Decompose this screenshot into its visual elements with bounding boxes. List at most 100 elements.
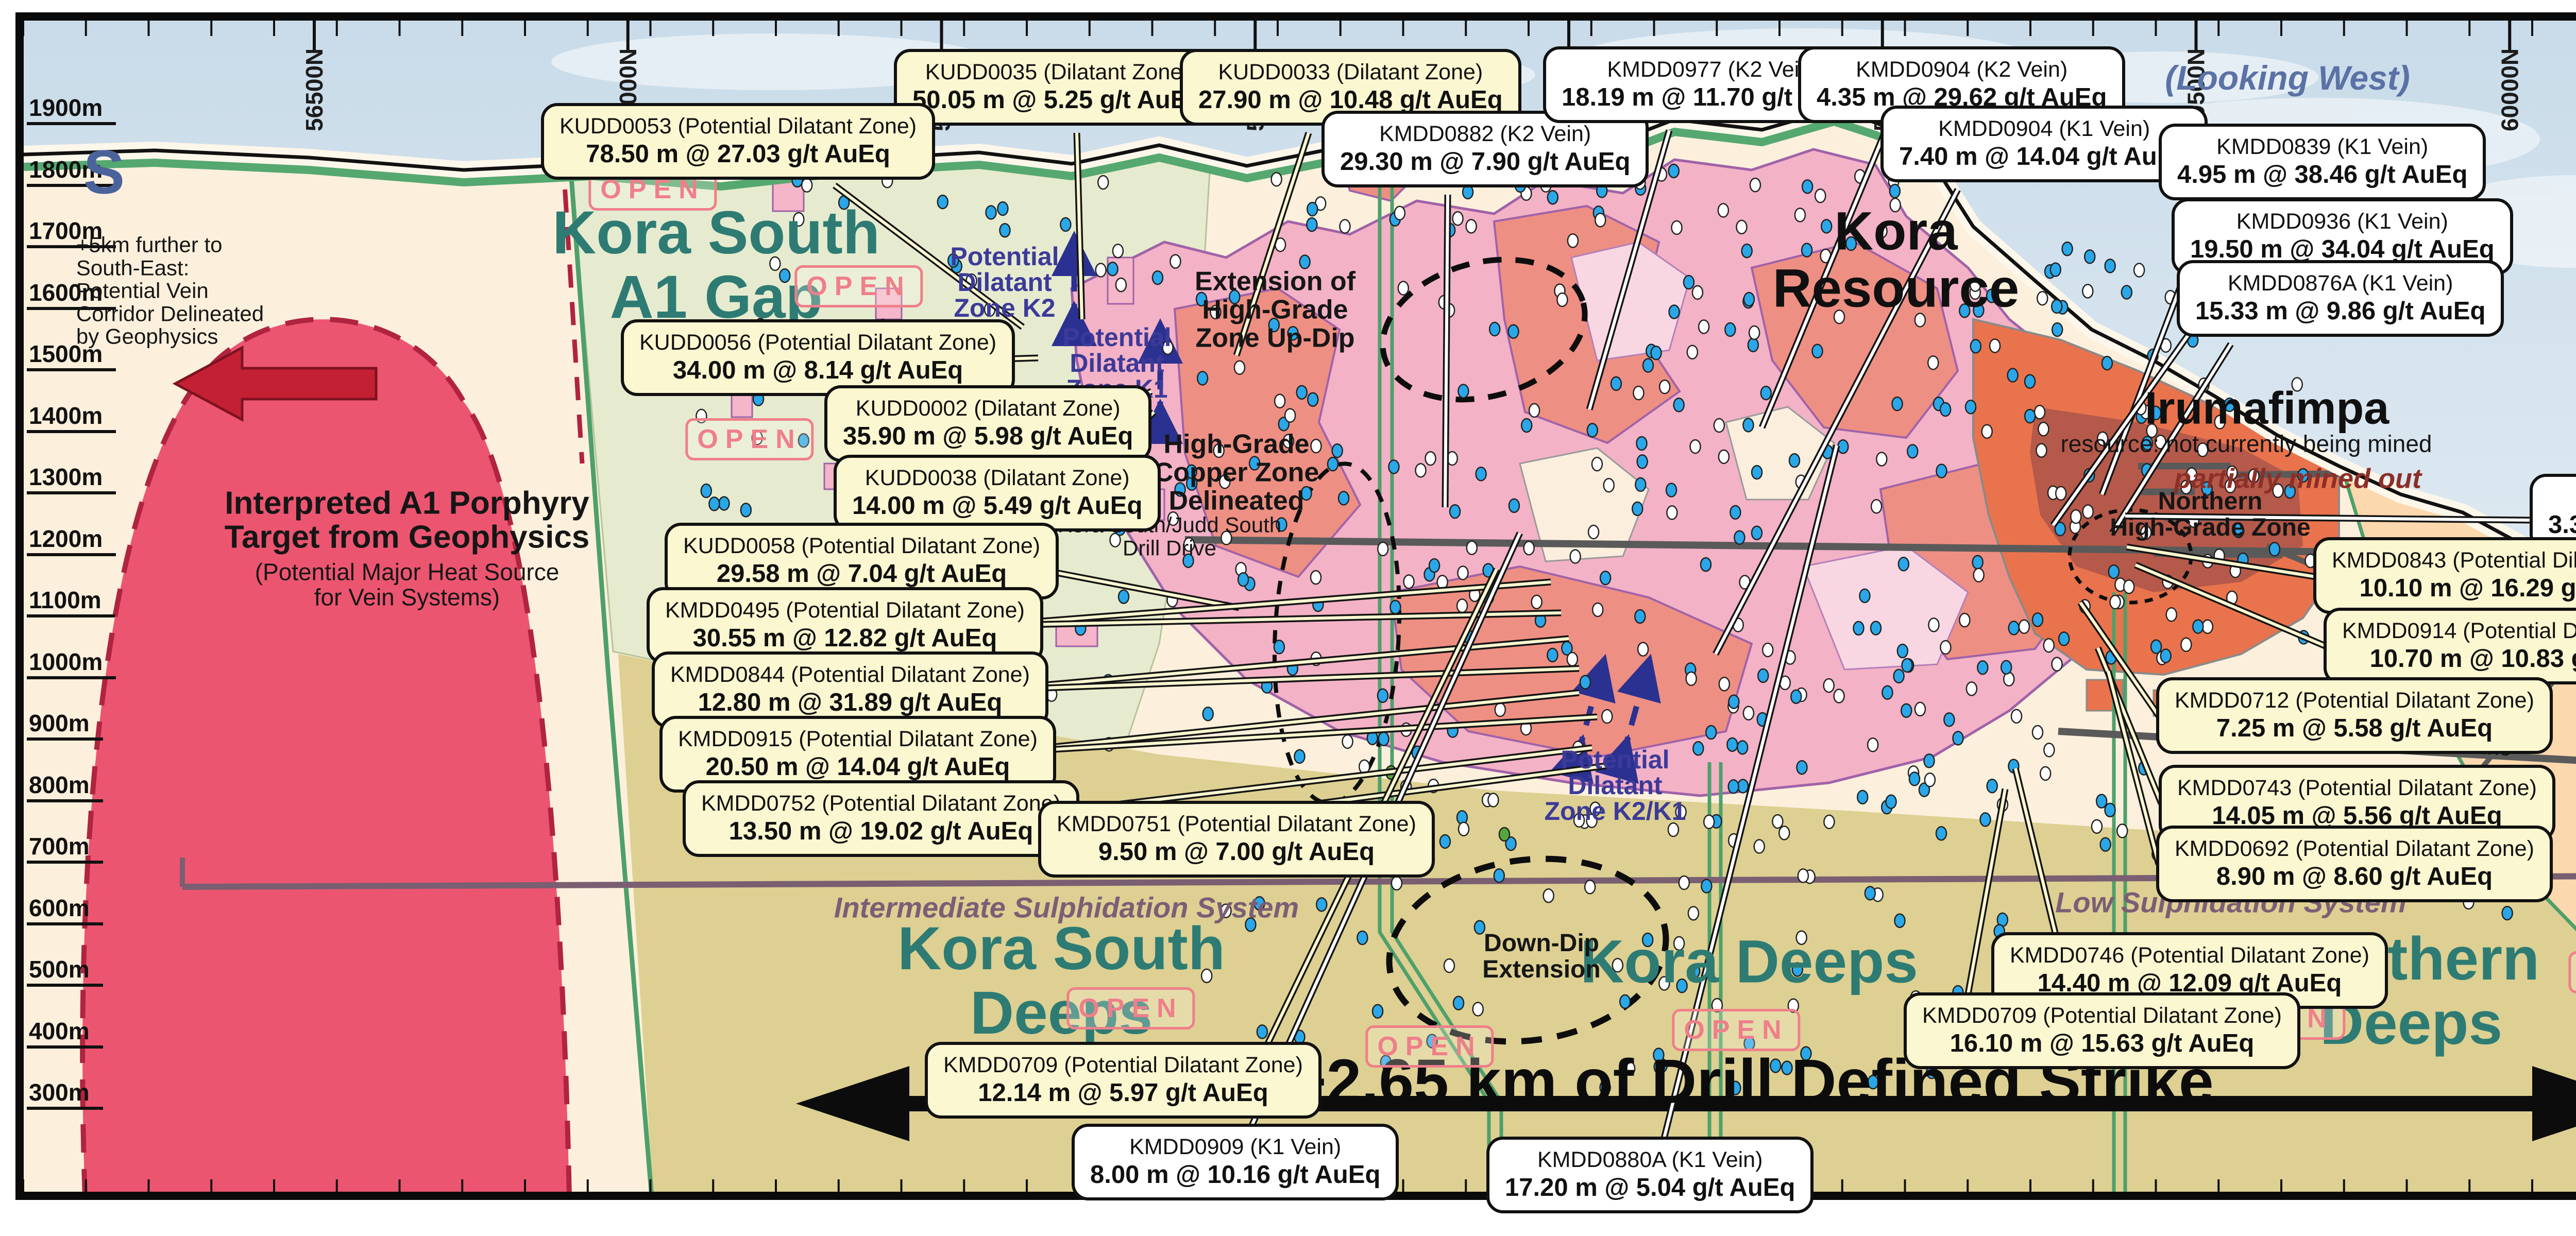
callout-KMDD0843: KMDD0843 (Potential Dilatant Zone)10.10 … [2313, 537, 2576, 614]
callout-KMDD0692: KMDD0692 (Potential Dilatant Zone)8.90 m… [2156, 826, 2553, 902]
pdz-k2k1: Potential Dilatant Zone K2/K1 [1544, 747, 1686, 824]
open-badge: OPEN [685, 418, 814, 460]
callout-intercept-value: 12.80 m @ 31.89 g/t AuEq [670, 688, 1030, 718]
callout-title: KUDD0058 (Potential Dilatant Zone) [683, 533, 1040, 559]
elevation-label-row: 500m [27, 955, 103, 983]
svg-text:56500N: 56500N [301, 48, 328, 131]
callout-intercept-value: 14.00 m @ 5.49 g/t AuEq [852, 491, 1142, 521]
callout-intercept-value: 17.20 m @ 5.04 g/t AuEq [1505, 1173, 1795, 1203]
open-badge: OPEN [2568, 951, 2576, 993]
callout-title: KMDD0932 (K2 Vein) [2548, 484, 2576, 510]
elevation-label-row: 1100m [27, 586, 115, 614]
callout-title: KMDD0743 (Potential Dilatant Zone) [2177, 775, 2537, 801]
zone-kora-deeps: Kora Deeps [1580, 930, 1918, 994]
callout-KMDD0709-south: KMDD0709 (Potential Dilatant Zone)12.14 … [925, 1042, 1321, 1119]
elevation-label-row: 400m [27, 1017, 103, 1045]
callout-KUDD0035: KUDD0035 (Dilatant Zone)50.05 m @ 5.25 g… [894, 49, 1221, 126]
callout-title: KUDD0033 (Dilatant Zone) [1198, 59, 1503, 85]
callout-intercept-value: 35.90 m @ 5.98 g/t AuEq [843, 422, 1133, 452]
elevation-tick-label: 900m [27, 710, 103, 741]
callout-KMDD0709-deep: KMDD0709 (Potential Dilatant Zone)16.10 … [1904, 992, 2300, 1069]
callout-KMDD0880A: KMDD0880A (K1 Vein)17.20 m @ 5.04 g/t Au… [1486, 1137, 1814, 1213]
looking-west: (Looking West) [2165, 60, 2410, 96]
open-badge: OPEN [1365, 1025, 1494, 1068]
down-dip-extension: Down-Dip Extension [1482, 931, 1600, 983]
elevation-label-row: 1200m [27, 525, 116, 553]
callout-title: KMDD0752 (Potential Dilatant Zone) [701, 791, 1061, 817]
callout-intercept-value: 15.33 m @ 9.86 g/t AuEq [2195, 297, 2485, 327]
callout-KMDD0876A: KMDD0876A (K1 Vein)15.33 m @ 9.86 g/t Au… [2177, 260, 2504, 337]
callout-title: KUDD0002 (Dilatant Zone) [843, 396, 1133, 422]
callout-title: KMDD0880A (K1 Vein) [1505, 1147, 1795, 1173]
callout-KUDD0053: KUDD0053 (Potential Dilatant Zone)78.50 … [541, 103, 935, 180]
callout-title: KMDD0936 (K1 Vein) [2190, 209, 2495, 235]
elevation-label-row: 1300m [27, 463, 116, 491]
elevation-tick-label: 700m [27, 833, 103, 864]
open-badge: OPEN [1672, 1009, 1800, 1051]
callout-KUDD0056: KUDD0056 (Potential Dilatant Zone)34.00 … [621, 319, 1015, 396]
elevation-label-row: 300m [27, 1078, 103, 1106]
callout-intercept-value: 13.50 m @ 19.02 g/t AuEq [701, 817, 1061, 847]
elevation-label-row: 800m [27, 771, 103, 799]
callout-intercept-value: 20.50 m @ 14.04 g/t AuEq [678, 752, 1038, 782]
elevation-tick-label: 1100m [27, 587, 115, 617]
elevation-tick-label: 1200m [27, 525, 116, 556]
elevation-label-row: 600m [27, 894, 103, 922]
callout-intercept-value: 29.30 m @ 7.90 g/t AuEq [1340, 147, 1630, 177]
callout-title: KUDD0035 (Dilatant Zone) [912, 59, 1202, 85]
pdz-k2: Potential Dilatant Zone K2 [950, 244, 1059, 321]
elevation-tick-label: 1400m [27, 402, 116, 433]
elevation-label-row: 1900m [27, 94, 116, 122]
south-letter: S [83, 140, 125, 205]
callout-title: KMDD0909 (K1 Vein) [1090, 1134, 1380, 1160]
high-grade-copper: High-Grade Copper Zone Delineated [1154, 430, 1319, 515]
elevation-tick-label: 600m [27, 895, 103, 925]
callout-title: KMDD0495 (Potential Dilatant Zone) [665, 597, 1025, 624]
callout-title: KMDD0843 (Potential Dilatant Zone) [2332, 547, 2576, 574]
callout-title: KMDD0712 (Potential Dilatant Zone) [2175, 688, 2534, 714]
elevation-label-row: 900m [27, 709, 103, 737]
callout-intercept-value: 3.35 m @ 37.07 g/t AuEq [2548, 510, 2576, 540]
intermediate-sulphidation: Intermediate Sulphidation System [834, 892, 1299, 922]
callout-title: KMDD0746 (Potential Dilatant Zone) [2010, 942, 2369, 969]
callout-intercept-value: 78.50 m @ 27.03 g/t AuEq [560, 140, 917, 169]
elevation-tick-label: 400m [27, 1018, 103, 1049]
callout-KMDD0914: KMDD0914 (Potential Dilatant Zone)10.70 … [2324, 608, 2576, 684]
callout-title: KMDD0904 (K1 Vein) [1899, 116, 2189, 142]
callout-title: KMDD0904 (K2 Vein) [1817, 57, 2107, 83]
callout-KUDD0038: KUDD0038 (Dilatant Zone)14.00 m @ 5.49 g… [834, 455, 1161, 531]
callout-KMDD0712: KMDD0712 (Potential Dilatant Zone)7.25 m… [2156, 677, 2553, 754]
plus5km-note: +5km further to South-East: Potential Ve… [76, 234, 264, 349]
svg-text:60000N: 60000N [2496, 48, 2523, 131]
callout-intercept-value: 29.58 m @ 7.04 g/t AuEq [683, 559, 1040, 589]
callout-title: KMDD0751 (Potential Dilatant Zone) [1057, 811, 1416, 837]
extension-high-grade: Extension of High-Grade Zone Up-Dip [1195, 267, 1355, 352]
callout-intercept-value: 10.10 m @ 16.29 g/t AuEq [2332, 574, 2576, 604]
callout-title: KMDD0882 (K2 Vein) [1340, 121, 1630, 147]
callout-title: KMDD0915 (Potential Dilatant Zone) [678, 726, 1038, 752]
callout-title: KUDD0056 (Potential Dilatant Zone) [639, 330, 996, 356]
callout-KMDD0751: KMDD0751 (Potential Dilatant Zone)9.50 m… [1038, 801, 1435, 878]
elevation-label-row: 1000m [27, 648, 116, 676]
elevation-tick-label: 1300m [27, 464, 116, 494]
callout-title: KMDD0709 (Potential Dilatant Zone) [943, 1052, 1303, 1078]
callout-intercept-value: 7.40 m @ 14.04 g/t AuEq [1899, 142, 2189, 172]
callout-intercept-value: 9.50 m @ 7.00 g/t AuEq [1057, 837, 1416, 867]
elevation-tick-label: 1900m [27, 94, 116, 125]
callout-KUDD0002: KUDD0002 (Dilatant Zone)35.90 m @ 5.98 g… [824, 385, 1151, 462]
open-badge: OPEN [1066, 987, 1195, 1029]
callout-title: KMDD0692 (Potential Dilatant Zone) [2175, 836, 2534, 862]
elevation-label-row: 1400m [27, 402, 116, 430]
open-badge: OPEN [794, 265, 923, 307]
callout-title: KUDD0038 (Dilatant Zone) [852, 465, 1142, 491]
elevation-tick-label: 300m [27, 1079, 103, 1110]
elevation-tick-label: 500m [27, 956, 103, 987]
callout-KMDD0839: KMDD0839 (K1 Vein)4.95 m @ 38.46 g/t AuE… [2159, 124, 2486, 200]
callout-intercept-value: 16.10 m @ 15.63 g/t AuEq [1922, 1029, 2282, 1059]
callout-KMDD0752: KMDD0752 (Potential Dilatant Zone)13.50 … [683, 780, 1079, 857]
porphyry-sub: (Potential Major Heat Source for Vein Sy… [255, 559, 560, 610]
callout-intercept-value: 34.00 m @ 8.14 g/t AuEq [639, 356, 996, 386]
callout-intercept-value: 8.90 m @ 8.60 g/t AuEq [2175, 862, 2534, 892]
callout-intercept-value: 12.14 m @ 5.97 g/t AuEq [943, 1078, 1303, 1108]
callout-title: KMDD0876A (K1 Vein) [2195, 270, 2485, 297]
